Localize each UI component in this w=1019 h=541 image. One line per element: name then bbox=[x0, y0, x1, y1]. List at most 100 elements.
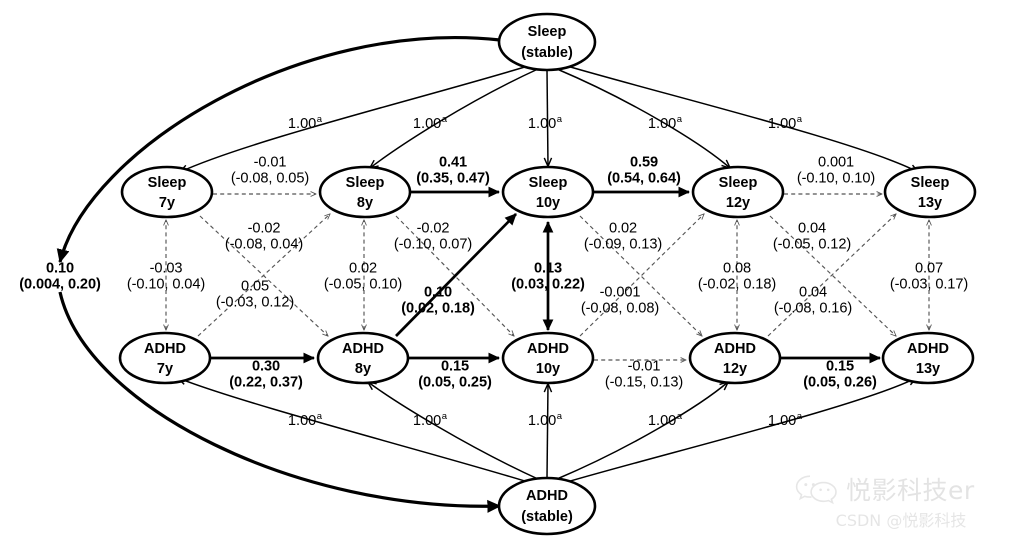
coefficient-estimate: 0.04 bbox=[797, 220, 827, 237]
node-sleep-7y-line2: 7y bbox=[159, 195, 175, 211]
node-adhd-10y[interactable]: ADHD 10y bbox=[501, 331, 595, 385]
node-adhd-12y[interactable]: ADHD 12y bbox=[688, 331, 782, 385]
coefficient-estimate: 0.41 bbox=[438, 154, 467, 171]
node-adhd-12y-line1: ADHD bbox=[714, 341, 756, 357]
fixed-loading-adhd-3: 1.00a bbox=[528, 411, 562, 429]
within-wave-correlations bbox=[166, 220, 929, 331]
coefficient-estimate: 0.07 bbox=[914, 260, 944, 277]
coefficient-estimate: 0.15 bbox=[825, 358, 854, 375]
fixed-loading-value: 1.00 bbox=[527, 115, 557, 132]
node-sleep-stable-line2: (stable) bbox=[521, 45, 573, 61]
coefficient-confidence-interval: (0.02, 0.18) bbox=[401, 301, 475, 317]
stable-covariance-curve bbox=[56, 36, 502, 513]
coefficient-estimate: -0.02 bbox=[416, 220, 450, 237]
coefficient-sleep10-to-adhd12: 0.02(-0.09, 0.13) bbox=[584, 221, 662, 254]
sleep-autoregressive-paths bbox=[213, 186, 882, 198]
coefficient-estimate: 0.13 bbox=[533, 260, 562, 277]
node-sleep-8y-line1: Sleep bbox=[346, 175, 385, 191]
coefficient-sleep12-to-sleep13: 0.001(-0.10, 0.10) bbox=[797, 155, 875, 188]
node-adhd-8y-line2: 8y bbox=[355, 361, 371, 377]
node-adhd-7y-line2: 7y bbox=[157, 361, 173, 377]
node-sleep-stable[interactable]: Sleep (stable) bbox=[497, 12, 597, 72]
fixed-loading-value: 1.00 bbox=[647, 115, 677, 132]
node-adhd-stable-line2: (stable) bbox=[521, 509, 573, 525]
coefficient-confidence-interval: (-0.02, 0.18) bbox=[697, 277, 777, 293]
coefficient-confidence-interval: (0.35, 0.47) bbox=[416, 171, 490, 187]
coefficient-confidence-interval: (-0.10, 0.04) bbox=[126, 277, 206, 293]
coefficient-estimate: 0.02 bbox=[348, 260, 378, 277]
wechat-icon bbox=[795, 473, 839, 505]
coefficient-adhd8-to-sleep10: 0.10(0.02, 0.18) bbox=[401, 285, 475, 318]
node-adhd-7y[interactable]: ADHD 7y bbox=[118, 331, 212, 385]
fixed-loading-value: 1.00 bbox=[287, 412, 317, 429]
watermark-name: 悦影科技er bbox=[846, 476, 975, 505]
coefficient-confidence-interval: (0.22, 0.37) bbox=[229, 375, 303, 391]
node-adhd-10y-line2: 10y bbox=[536, 361, 560, 377]
fixed-loading-value: 1.00 bbox=[647, 412, 677, 429]
node-sleep-12y-line2: 12y bbox=[726, 195, 750, 211]
fixed-loading-footnote-marker: a bbox=[556, 114, 563, 126]
node-adhd-13y[interactable]: ADHD 13y bbox=[881, 331, 975, 385]
coefficient-estimate: 0.15 bbox=[440, 358, 469, 375]
coefficient-estimate: -0.01 bbox=[253, 154, 287, 171]
node-sleep-10y[interactable]: Sleep 10y bbox=[501, 165, 595, 219]
node-adhd-12y-line2: 12y bbox=[723, 361, 747, 377]
coefficient-estimate: -0.01 bbox=[627, 358, 661, 375]
coefficient-estimate: 0.02 bbox=[608, 220, 638, 237]
fixed-loading-value: 1.00 bbox=[527, 412, 557, 429]
coefficient-estimate: 0.10 bbox=[45, 260, 75, 277]
sleep-stable-loadings bbox=[180, 65, 918, 172]
coefficient-sleep7-adhd7-corr: -0.03(-0.10, 0.04) bbox=[127, 261, 205, 294]
fixed-loading-footnote-marker: a bbox=[796, 411, 803, 423]
fixed-loading-footnote-marker: a bbox=[676, 114, 683, 126]
coefficient-sleep8-to-sleep10: 0.41(0.35, 0.47) bbox=[416, 154, 490, 188]
coefficient-estimate: 0.001 bbox=[817, 154, 855, 171]
coefficient-adhd12-to-sleep13: 0.04(-0.08, 0.16) bbox=[774, 285, 852, 318]
coefficient-stable-covariance: 0.10(0.004, 0.20) bbox=[19, 260, 101, 294]
coefficient-sleep10-to-sleep12: 0.59(0.54, 0.64) bbox=[607, 154, 681, 188]
coefficient-estimate: 0.04 bbox=[798, 284, 828, 301]
coefficient-confidence-interval: (-0.03, 0.17) bbox=[889, 277, 969, 293]
fixed-loading-sleep-5: 1.00a bbox=[768, 114, 802, 132]
node-sleep-13y[interactable]: Sleep 13y bbox=[883, 165, 977, 219]
coefficient-confidence-interval: (-0.08, 0.08) bbox=[580, 301, 660, 317]
adhd-stable-loadings bbox=[178, 378, 916, 483]
node-sleep-8y[interactable]: Sleep 8y bbox=[318, 165, 412, 219]
coefficient-estimate: -0.03 bbox=[149, 260, 183, 277]
coefficient-confidence-interval: (0.54, 0.64) bbox=[607, 171, 681, 187]
coefficient-estimate: 0.59 bbox=[629, 154, 658, 171]
fixed-loading-sleep-1: 1.00a bbox=[288, 114, 322, 132]
node-adhd-8y[interactable]: ADHD 8y bbox=[316, 331, 410, 385]
sleep-to-adhd-crosslags bbox=[199, 215, 896, 336]
fixed-loading-footnote-marker: a bbox=[316, 114, 323, 126]
fixed-loading-adhd-1: 1.00a bbox=[288, 411, 322, 429]
coefficient-sleep13-adhd13-corr: 0.07(-0.03, 0.17) bbox=[890, 261, 968, 294]
node-sleep-7y[interactable]: Sleep 7y bbox=[120, 165, 214, 219]
coefficient-confidence-interval: (-0.09, 0.13) bbox=[583, 237, 663, 253]
node-sleep-12y[interactable]: Sleep 12y bbox=[691, 165, 785, 219]
node-sleep-stable-line1: Sleep bbox=[528, 24, 567, 40]
coefficient-sleep12-to-adhd13: 0.04(-0.05, 0.12) bbox=[773, 221, 851, 254]
node-adhd-stable[interactable]: ADHD (stable) bbox=[497, 476, 597, 536]
fixed-loading-footnote-marker: a bbox=[441, 411, 448, 423]
node-adhd-7y-line1: ADHD bbox=[144, 341, 186, 357]
watermark-handle: CSDN @悦影科技 bbox=[835, 511, 967, 530]
coefficient-confidence-interval: (-0.08, 0.16) bbox=[773, 301, 853, 317]
node-adhd-13y-line2: 13y bbox=[916, 361, 940, 377]
coefficient-confidence-interval: (-0.10, 0.07) bbox=[393, 237, 473, 253]
coefficient-estimate: -0.02 bbox=[247, 220, 281, 237]
fixed-loading-value: 1.00 bbox=[412, 412, 442, 429]
coefficient-sleep12-adhd12-corr: 0.08(-0.02, 0.18) bbox=[698, 261, 776, 294]
fixed-loading-sleep-4: 1.00a bbox=[648, 114, 682, 132]
coefficient-adhd10-to-adhd12: -0.01(-0.15, 0.13) bbox=[605, 359, 683, 392]
coefficient-adhd8-to-adhd10: 0.15(0.05, 0.25) bbox=[418, 358, 492, 392]
adhd-to-sleep-crosslags bbox=[197, 213, 896, 337]
node-adhd-10y-line1: ADHD bbox=[527, 341, 569, 357]
coefficient-estimate: 0.30 bbox=[251, 358, 280, 375]
coefficient-sleep10-adhd10-corr: 0.13(0.03, 0.22) bbox=[511, 260, 585, 294]
coefficient-sleep8-to-adhd10: -0.02(-0.10, 0.07) bbox=[394, 221, 472, 254]
coefficient-confidence-interval: (-0.05, 0.10) bbox=[323, 277, 403, 293]
fixed-loading-adhd-2: 1.00a bbox=[413, 411, 447, 429]
fixed-loading-sleep-3: 1.00a bbox=[528, 114, 562, 132]
node-sleep-12y-line1: Sleep bbox=[719, 175, 758, 191]
